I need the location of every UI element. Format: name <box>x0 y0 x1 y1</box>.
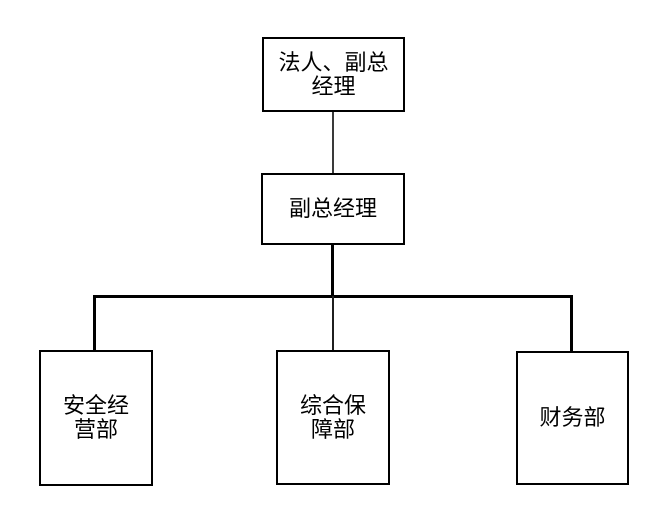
org-node-dept2: 综合保 障部 <box>276 350 390 485</box>
org-node-dept3: 财务部 <box>516 351 629 485</box>
connector-root-deputy <box>332 112 334 173</box>
org-node-root: 法人、副总 经理 <box>262 37 405 112</box>
org-node-dept1-label-line2: 营部 <box>73 417 118 442</box>
org-node-dept3-label-line1: 财务部 <box>539 405 606 430</box>
connector-trunk-dept2 <box>332 296 334 350</box>
org-node-dept2-label-line1: 综合保 <box>299 392 366 418</box>
org-node-dept1-label-line1: 安全经 <box>62 393 129 418</box>
connector-trunk-dept1 <box>93 296 96 350</box>
org-node-root-label-line1: 法人、副总 <box>278 49 389 75</box>
org-node-root-label-line2: 经理 <box>311 73 356 99</box>
org-node-dept1: 安全经 营部 <box>39 350 153 486</box>
org-node-deputy: 副总经理 <box>261 173 405 245</box>
connector-trunk-dept3 <box>570 296 573 351</box>
org-node-deputy-label-line1: 副总经理 <box>288 196 377 221</box>
connector-deputy-trunk <box>331 245 334 297</box>
org-node-dept2-label-line2: 障部 <box>310 416 355 442</box>
